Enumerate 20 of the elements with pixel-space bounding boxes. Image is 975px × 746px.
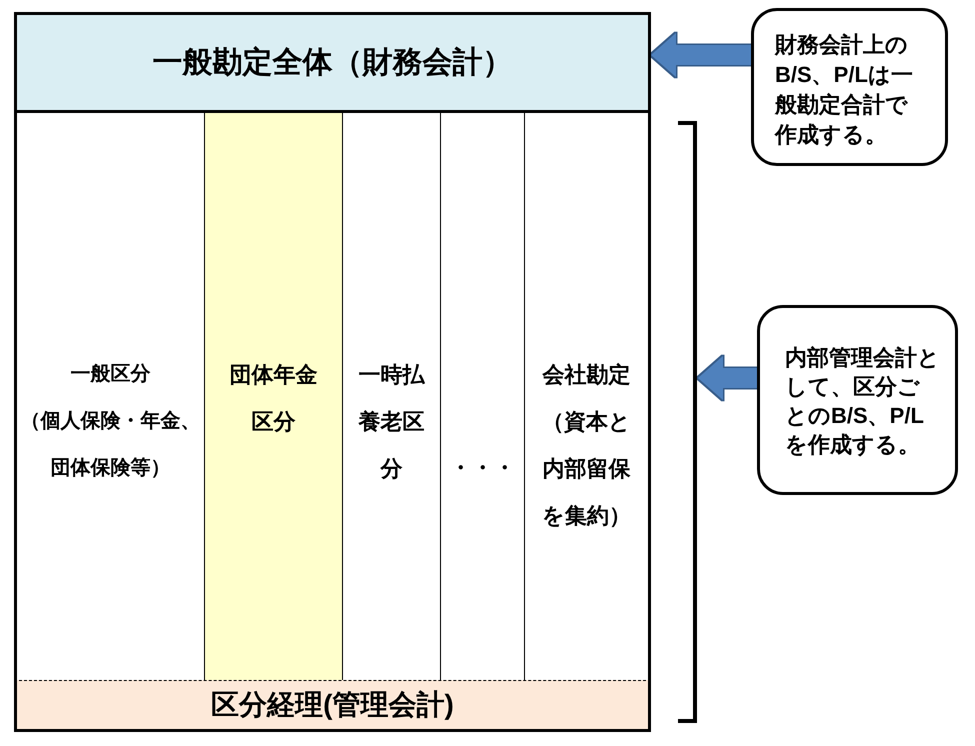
footer-band — [14, 680, 651, 732]
callout-bubble — [757, 305, 958, 495]
band-title: 区分経理(管理会計) — [210, 688, 455, 722]
callout-bubble — [751, 8, 948, 166]
block-arrow — [698, 356, 757, 400]
block-arrow — [651, 33, 751, 77]
segment-column — [205, 113, 343, 680]
segment-column — [14, 113, 205, 680]
column-heading: 会社勘定 — [541, 361, 632, 389]
callout-text: 財務会計上のB/S、P/Lは一般勘定合計で作成する。 — [775, 31, 914, 149]
bracket — [677, 120, 698, 724]
band-title: 一般勘定全体（財務会計） — [152, 45, 514, 81]
column-label: 団体年金区分 — [228, 361, 318, 436]
column-heading: 一般区分 — [70, 362, 152, 387]
header-band — [14, 12, 651, 113]
column-note: （資本と内部留保を集約） — [541, 408, 632, 530]
column-label: 一時払養老区分 — [358, 361, 426, 483]
callout-text: 内部管理会計として、区分ごとのB/S、P/Lを作成する。 — [785, 344, 941, 459]
ellipsis-text: ・・・ — [448, 454, 516, 482]
column-note: （個人保険・年金、団体保険等） — [20, 409, 202, 481]
